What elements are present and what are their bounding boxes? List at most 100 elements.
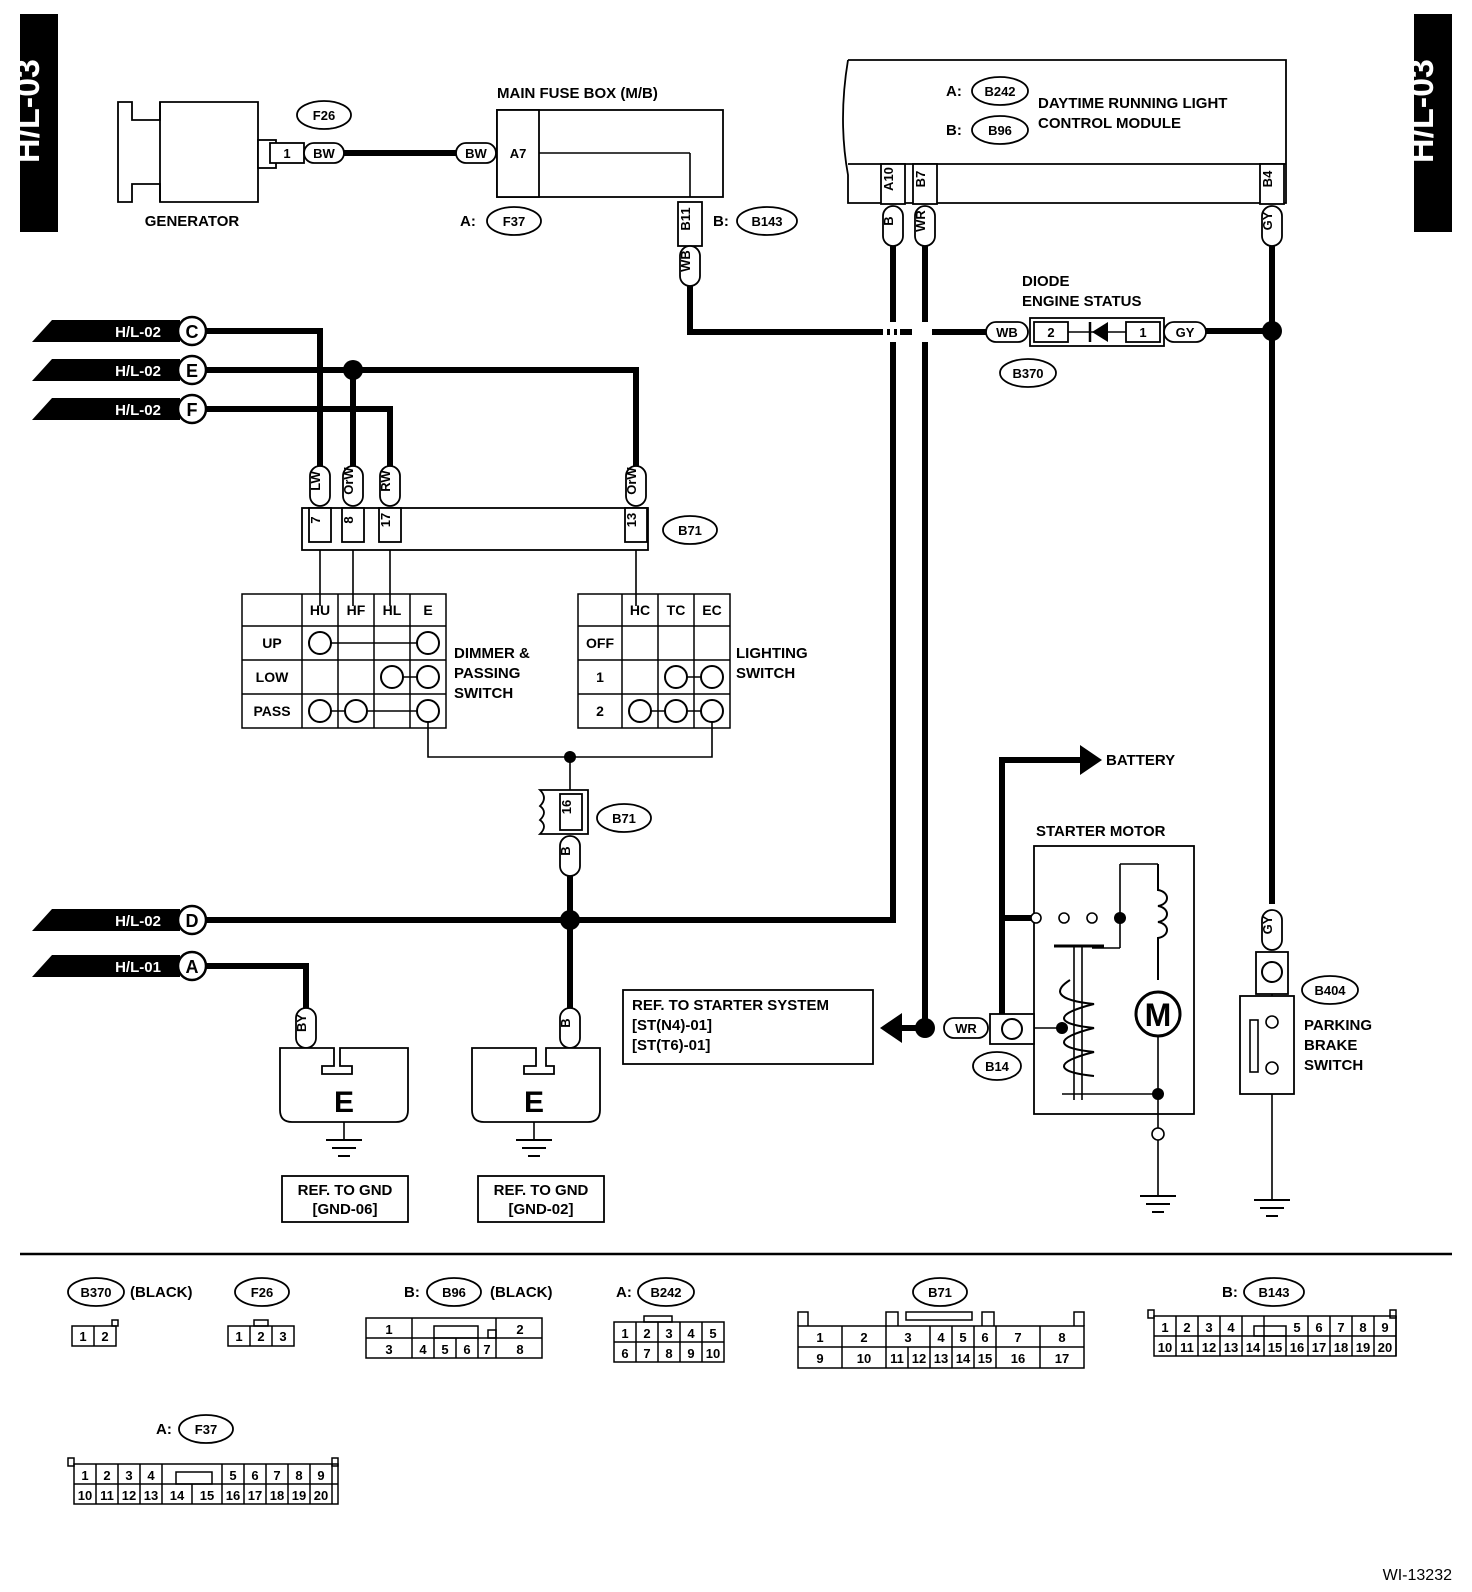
- svg-text:REF. TO GND: REF. TO GND: [298, 1182, 393, 1199]
- svg-text:1: 1: [235, 1329, 242, 1344]
- svg-text:B14: B14: [985, 1059, 1010, 1074]
- svg-text:B242: B242: [650, 1285, 681, 1300]
- svg-text:3: 3: [385, 1342, 392, 1357]
- svg-text:F26: F26: [313, 108, 335, 123]
- svg-text:HU: HU: [310, 602, 330, 618]
- svg-text:8: 8: [665, 1346, 672, 1361]
- svg-text:F37: F37: [195, 1422, 217, 1437]
- connector-pin-label: 17: [248, 1488, 262, 1503]
- svg-text:BATTERY: BATTERY: [1106, 752, 1175, 769]
- connector-face-b242: A: B242 1 2 3 4 5 6 7 8 9 10: [613, 1277, 725, 1363]
- b71-top-connector: LW OrW RW OrW 7 8 17 13 B71: [301, 465, 718, 551]
- svg-text:REF. TO STARTER SYSTEM: REF. TO STARTER SYSTEM: [632, 997, 829, 1014]
- svg-text:6: 6: [981, 1330, 988, 1345]
- svg-text:3: 3: [904, 1330, 911, 1345]
- connector-pin-label: 20: [314, 1488, 328, 1503]
- svg-text:BW: BW: [313, 146, 335, 161]
- svg-text:DIODE: DIODE: [1022, 273, 1070, 290]
- svg-text:B96: B96: [442, 1285, 466, 1300]
- svg-text:B143: B143: [751, 214, 782, 229]
- svg-text:GENERATOR: GENERATOR: [145, 213, 240, 230]
- ground-gnd-06: BY E REF. TO GND [GND-06]: [279, 1007, 409, 1223]
- svg-text:STARTER MOTOR: STARTER MOTOR: [1036, 823, 1166, 840]
- connector-pin-label: 14: [1246, 1340, 1261, 1355]
- connector-pin-label: 19: [1356, 1340, 1370, 1355]
- svg-text:B96: B96: [988, 123, 1012, 138]
- connector-pin-label: 13: [144, 1488, 158, 1503]
- svg-text:5: 5: [441, 1342, 448, 1357]
- svg-text:16: 16: [1011, 1351, 1025, 1366]
- svg-text:OrW: OrW: [624, 467, 639, 495]
- svg-text:E: E: [186, 361, 198, 381]
- svg-text:B242: B242: [984, 84, 1015, 99]
- svg-text:OrW: OrW: [341, 467, 356, 495]
- connector-pin-label: 10: [1158, 1340, 1172, 1355]
- connector-pin-label: 1: [1161, 1320, 1168, 1335]
- svg-text:WB: WB: [996, 325, 1018, 340]
- connector-pin-label: 2: [1183, 1320, 1190, 1335]
- svg-text:17: 17: [1055, 1351, 1069, 1366]
- svg-text:1: 1: [621, 1326, 628, 1341]
- svg-text:BY: BY: [294, 1014, 309, 1032]
- svg-text:B: B: [881, 216, 896, 225]
- svg-text:1: 1: [596, 669, 604, 685]
- svg-text:17: 17: [378, 513, 393, 527]
- connector-pin-label: 7: [1337, 1320, 1344, 1335]
- svg-text:[ST(T6)-01]: [ST(T6)-01]: [632, 1037, 710, 1054]
- svg-text:H/L-02: H/L-02: [115, 402, 161, 419]
- svg-text:E: E: [334, 1086, 354, 1119]
- svg-text:C: C: [186, 322, 199, 342]
- connector-pin-label: 19: [292, 1488, 306, 1503]
- svg-text:GY: GY: [1260, 915, 1275, 934]
- svg-text:B:: B:: [1222, 1284, 1238, 1301]
- connector-pin-label: 3: [1205, 1320, 1212, 1335]
- svg-text:H/L-02: H/L-02: [115, 324, 161, 341]
- svg-text:RW: RW: [378, 470, 393, 492]
- svg-text:15: 15: [978, 1351, 992, 1366]
- figure-id: WI-13232: [1383, 1567, 1452, 1584]
- svg-text:H/L-02: H/L-02: [115, 913, 161, 930]
- connector-face-b370: B370 (BLACK) 1 2: [67, 1277, 192, 1347]
- page-tag-left: H/L-03: [9, 14, 58, 232]
- connector-pin-label: 4: [1227, 1320, 1235, 1335]
- svg-text:SWITCH: SWITCH: [736, 665, 795, 682]
- svg-text:7: 7: [308, 516, 323, 523]
- svg-text:H/L-01: H/L-01: [115, 959, 161, 976]
- svg-text:LOW: LOW: [256, 669, 289, 685]
- parking-brake-switch: GY B404 PARKING BRAKE SWITCH: [1239, 909, 1372, 1217]
- svg-text:LIGHTING: LIGHTING: [736, 645, 808, 662]
- svg-text:9: 9: [816, 1351, 823, 1366]
- svg-text:PASSING: PASSING: [454, 665, 520, 682]
- svg-text:A:: A:: [156, 1421, 172, 1438]
- svg-text:B71: B71: [678, 523, 702, 538]
- generator: 1 BW GENERATOR F26: [117, 100, 352, 230]
- svg-text:BW: BW: [465, 146, 487, 161]
- connector-pin-label: 1: [81, 1468, 88, 1483]
- svg-text:B71: B71: [928, 1285, 952, 1300]
- svg-text:4: 4: [687, 1326, 695, 1341]
- svg-text:(BLACK): (BLACK): [490, 1284, 552, 1301]
- b71-bottom-connector: 16 B71 B: [537, 789, 652, 877]
- svg-text:H/L-02: H/L-02: [115, 363, 161, 380]
- svg-text:8: 8: [1058, 1330, 1065, 1345]
- svg-text:F37: F37: [503, 214, 525, 229]
- svg-text:8: 8: [516, 1342, 523, 1357]
- svg-text:HL: HL: [383, 602, 402, 618]
- wires: [205, 150, 1282, 1043]
- connector-pin-label: 15: [1268, 1340, 1282, 1355]
- connector-pin-label: 17: [1312, 1340, 1326, 1355]
- svg-text:12: 12: [912, 1351, 926, 1366]
- svg-text:B404: B404: [1314, 983, 1346, 998]
- drl-module: A: B242 B: B96 DAYTIME RUNNING LIGHT CON…: [842, 59, 1287, 247]
- ref-f: H/L-02 F: [32, 393, 208, 425]
- svg-text:10: 10: [857, 1351, 871, 1366]
- connector-pin-label: 12: [1202, 1340, 1216, 1355]
- svg-text:B:: B:: [946, 122, 962, 139]
- connector-pin-label: 16: [226, 1488, 240, 1503]
- svg-text:B143: B143: [1258, 1285, 1289, 1300]
- svg-text:GY: GY: [1176, 325, 1195, 340]
- main-fuse-box: MAIN FUSE BOX (M/B) BW A7 A: F37 B11 WB …: [455, 85, 798, 287]
- svg-text:F: F: [187, 400, 198, 420]
